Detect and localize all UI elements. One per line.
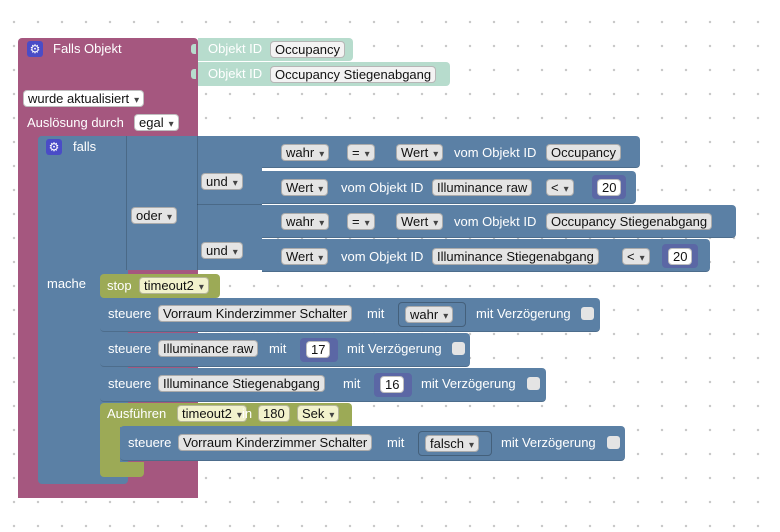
condition-3-attr[interactable]: Wert (396, 213, 444, 230)
trigger-by-label: Auslösung durch (27, 115, 124, 130)
set-4-value[interactable]: falsch (425, 435, 479, 452)
stop-label: stop (107, 278, 132, 293)
set-3-delay-label: mit Verzögerung (421, 376, 516, 391)
do-label: mache (47, 276, 87, 291)
condition-2-attr[interactable]: Wert (281, 179, 329, 196)
condition-4-object[interactable]: Illuminance Stiegenabgang (432, 248, 599, 265)
set-2-delay-label: mit Verzögerung (347, 341, 442, 356)
set-4-delay-checkbox[interactable] (607, 436, 620, 449)
set-2-with-label: mit (269, 341, 287, 356)
condition-4-operator[interactable]: < (622, 248, 650, 265)
set-3-label: steuere (108, 376, 152, 391)
trigger-mode-dropdown[interactable]: wurde aktualisiert (23, 90, 145, 107)
set-1-delay-label: mit Verzögerung (476, 306, 571, 321)
set-1-value[interactable]: wahr (405, 306, 454, 323)
or-block-divider (126, 136, 127, 270)
condition-1-of-label: vom Objekt ID (454, 145, 537, 160)
set-3-object[interactable]: Illuminance Stiegenabgang (158, 375, 325, 392)
timeout-timer-dropdown[interactable]: timeout2 (177, 405, 247, 422)
timeout-unit-dropdown[interactable]: Sek (297, 405, 340, 422)
condition-3-bool[interactable]: wahr (281, 213, 330, 230)
condition-3-object[interactable]: Occupancy Stiegenabgang (546, 213, 713, 230)
set-3-with-label: mit (343, 376, 361, 391)
and-block-divider (197, 136, 198, 270)
set-1-label: steuere (108, 306, 152, 321)
and-block-split (197, 204, 262, 205)
condition-1-bool[interactable]: wahr (281, 144, 330, 161)
trigger-bottom-bar (18, 486, 198, 498)
set-3-value[interactable]: 16 (380, 376, 405, 393)
timeout-label: Ausführen (107, 406, 167, 421)
condition-2-of-label: vom Objekt ID (341, 180, 424, 195)
condition-3-of-label: vom Objekt ID (454, 214, 537, 229)
condition-2-number[interactable]: 20 (597, 179, 622, 196)
condition-2-object[interactable]: Illuminance raw (432, 179, 533, 196)
object-id-label-1: Objekt ID (208, 41, 263, 56)
set-2-delay-checkbox[interactable] (452, 342, 465, 355)
set-4-label: steuere (128, 435, 172, 450)
timeout-block-footer (100, 462, 144, 477)
trigger-title: Falls Objekt (53, 41, 122, 56)
gear-icon[interactable]: ⚙ (46, 139, 62, 155)
condition-1-object[interactable]: Occupancy (546, 144, 622, 161)
stop-timer-dropdown[interactable]: timeout2 (139, 277, 209, 294)
set-4-object[interactable]: Vorraum Kinderzimmer Schalter (178, 434, 373, 451)
condition-1-attr[interactable]: Wert (396, 144, 444, 161)
set-4-delay-label: mit Verzögerung (501, 435, 596, 450)
input-notch (191, 69, 196, 79)
condition-3-operator[interactable]: = (347, 213, 375, 230)
if-label: falls (73, 139, 97, 154)
set-1-with-label: mit (367, 306, 385, 321)
condition-4-number[interactable]: 20 (668, 248, 693, 265)
set-2-value[interactable]: 17 (306, 341, 331, 358)
and-operator-dropdown-1[interactable]: und (201, 173, 243, 190)
set-1-delay-checkbox[interactable] (581, 307, 594, 320)
and-operator-dropdown-2[interactable]: und (201, 242, 243, 259)
set-3-delay-checkbox[interactable] (527, 377, 540, 390)
condition-2-operator[interactable]: < (546, 179, 574, 196)
or-operator-dropdown[interactable]: oder (131, 207, 178, 224)
set-state-block-2[interactable] (100, 333, 470, 367)
timeout-value[interactable]: 180 (258, 405, 290, 422)
object-id-field-1[interactable]: Occupancy (270, 41, 346, 58)
set-2-object[interactable]: Illuminance raw (158, 340, 259, 357)
set-1-object[interactable]: Vorraum Kinderzimmer Schalter (158, 305, 353, 322)
input-notch (191, 44, 196, 54)
condition-4-of-label: vom Objekt ID (341, 249, 424, 264)
condition-block-3[interactable] (262, 205, 736, 238)
timeout-block-body (100, 426, 120, 464)
timeout-in-label: in (242, 406, 253, 421)
gear-icon[interactable]: ⚙ (27, 41, 43, 57)
object-id-label-2: Objekt ID (208, 66, 263, 81)
trigger-by-dropdown[interactable]: egal (134, 114, 179, 131)
set-2-label: steuere (108, 341, 152, 356)
condition-4-attr[interactable]: Wert (281, 248, 329, 265)
object-id-field-2[interactable]: Occupancy Stiegenabgang (270, 66, 437, 83)
set-4-with-label: mit (387, 435, 405, 450)
condition-1-operator[interactable]: = (347, 144, 375, 161)
